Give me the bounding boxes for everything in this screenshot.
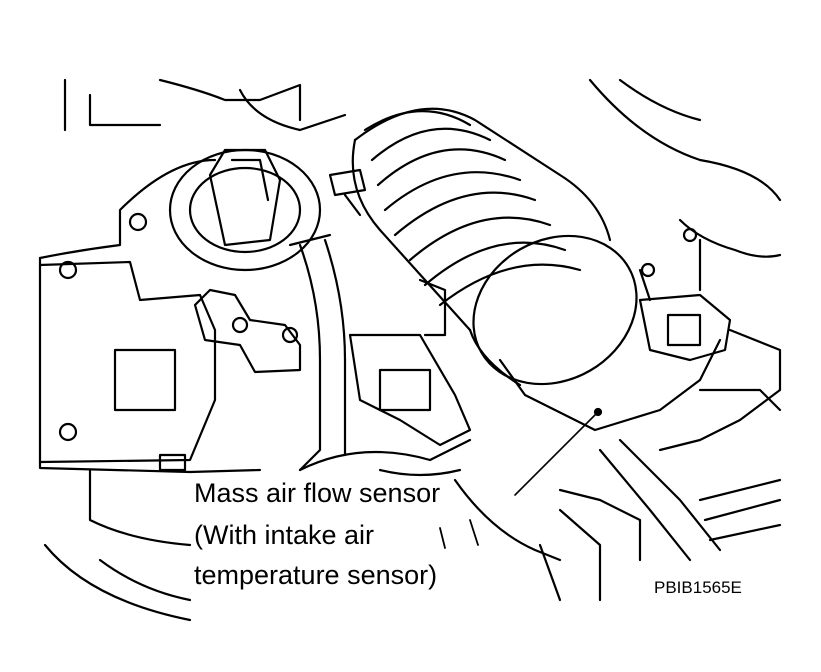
strut-tower <box>558 78 782 562</box>
callout-bracket-mark <box>439 519 479 549</box>
oil-filler-cap <box>168 148 322 272</box>
callout-label-line3: temperature sensor) <box>194 560 438 590</box>
engine-outline <box>38 78 347 622</box>
lower-hose <box>298 438 602 602</box>
coolant-hose <box>288 233 347 472</box>
air-intake-duct <box>328 107 612 332</box>
valve-cover <box>38 212 217 472</box>
bracket <box>193 278 472 447</box>
callout-label-line2: (With intake air <box>194 520 375 550</box>
callout-label-line1: Mass air flow sensor <box>194 478 441 508</box>
leader-line <box>514 411 599 496</box>
mass-air-flow-sensor <box>468 234 732 432</box>
figure-code: PBIB1565E <box>654 578 742 597</box>
